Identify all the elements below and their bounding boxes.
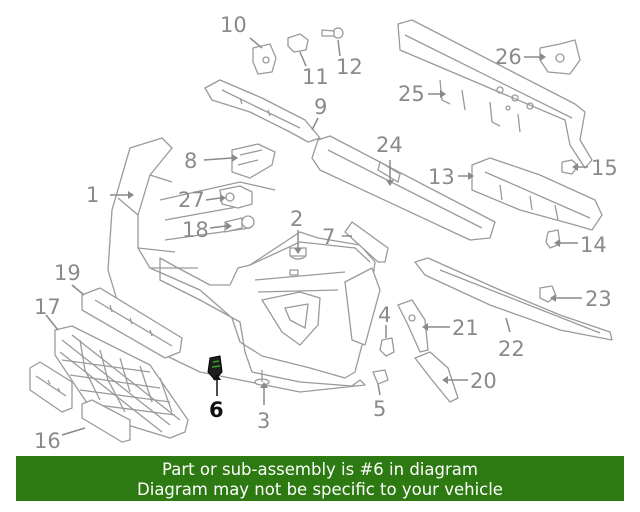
callout-27: 27 [178,188,205,212]
callout-7: 7 [322,225,335,249]
callout-9: 9 [314,95,327,119]
parts-diagram: 1 2 3 4 5 6 7 8 9 10 11 12 13 14 15 16 1… [29,13,618,453]
part-7-bracket [344,221,389,263]
part-8-bracket [231,143,276,179]
part-26-bracket [539,39,581,75]
callout-12: 12 [336,55,363,79]
callout-14: 14 [580,233,607,257]
part-16-brackets [29,361,131,443]
info-banner: Part or sub-assembly is #6 in diagram Di… [16,456,624,501]
callout-6: 6 [209,398,224,422]
callout-1: 1 [86,183,99,207]
part-17-grille [54,325,189,439]
callout-25: 25 [398,82,425,106]
part-10-clip [252,43,277,75]
callout-23: 23 [585,287,612,311]
part-20-bracket [414,351,459,403]
callout-17: 17 [34,295,61,319]
callout-11: 11 [302,65,329,89]
callout-13: 13 [428,165,455,189]
part-13-duct [471,157,603,231]
part-4-clip [379,337,395,357]
part-21-bracket [397,299,429,353]
callout-8: 8 [184,149,197,173]
callout-labels: 1 2 3 4 5 6 7 8 9 10 11 12 13 14 15 16 1… [34,13,618,453]
part-18-bolt [224,215,255,233]
part-27-sensor [219,185,253,209]
callout-4: 4 [378,303,391,327]
part-19-lower-strip [81,287,183,359]
callout-22: 22 [498,337,525,361]
callout-15: 15 [591,156,618,180]
callout-16: 16 [34,429,61,453]
part-1-bumper-cover [107,137,381,393]
leader-arrowheads [128,53,578,388]
callout-3: 3 [257,409,270,433]
part-3-rivet [254,370,270,386]
part-5-clip [372,369,389,385]
part-11-clip [287,33,309,53]
callout-2: 2 [290,207,303,231]
callout-19: 19 [54,261,81,285]
banner-line-1: Part or sub-assembly is #6 in diagram [162,460,478,479]
part-12-screw [321,27,344,39]
part-25-reinforcement [397,19,593,169]
part-9-upper-bracket [204,79,321,143]
callout-18: 18 [182,218,209,242]
part-22-strip [414,257,613,341]
callout-21: 21 [452,316,479,340]
callout-20: 20 [470,369,497,393]
part-6-fastener [207,355,223,381]
part-15-clip [561,159,579,175]
callout-24: 24 [376,133,403,157]
callout-26: 26 [495,45,522,69]
callout-6-arrowhead [213,374,221,380]
part-24-absorber [311,135,496,241]
callout-10: 10 [220,13,247,37]
callout-5: 5 [373,397,386,421]
banner-line-2: Diagram may not be specific to your vehi… [137,480,503,499]
